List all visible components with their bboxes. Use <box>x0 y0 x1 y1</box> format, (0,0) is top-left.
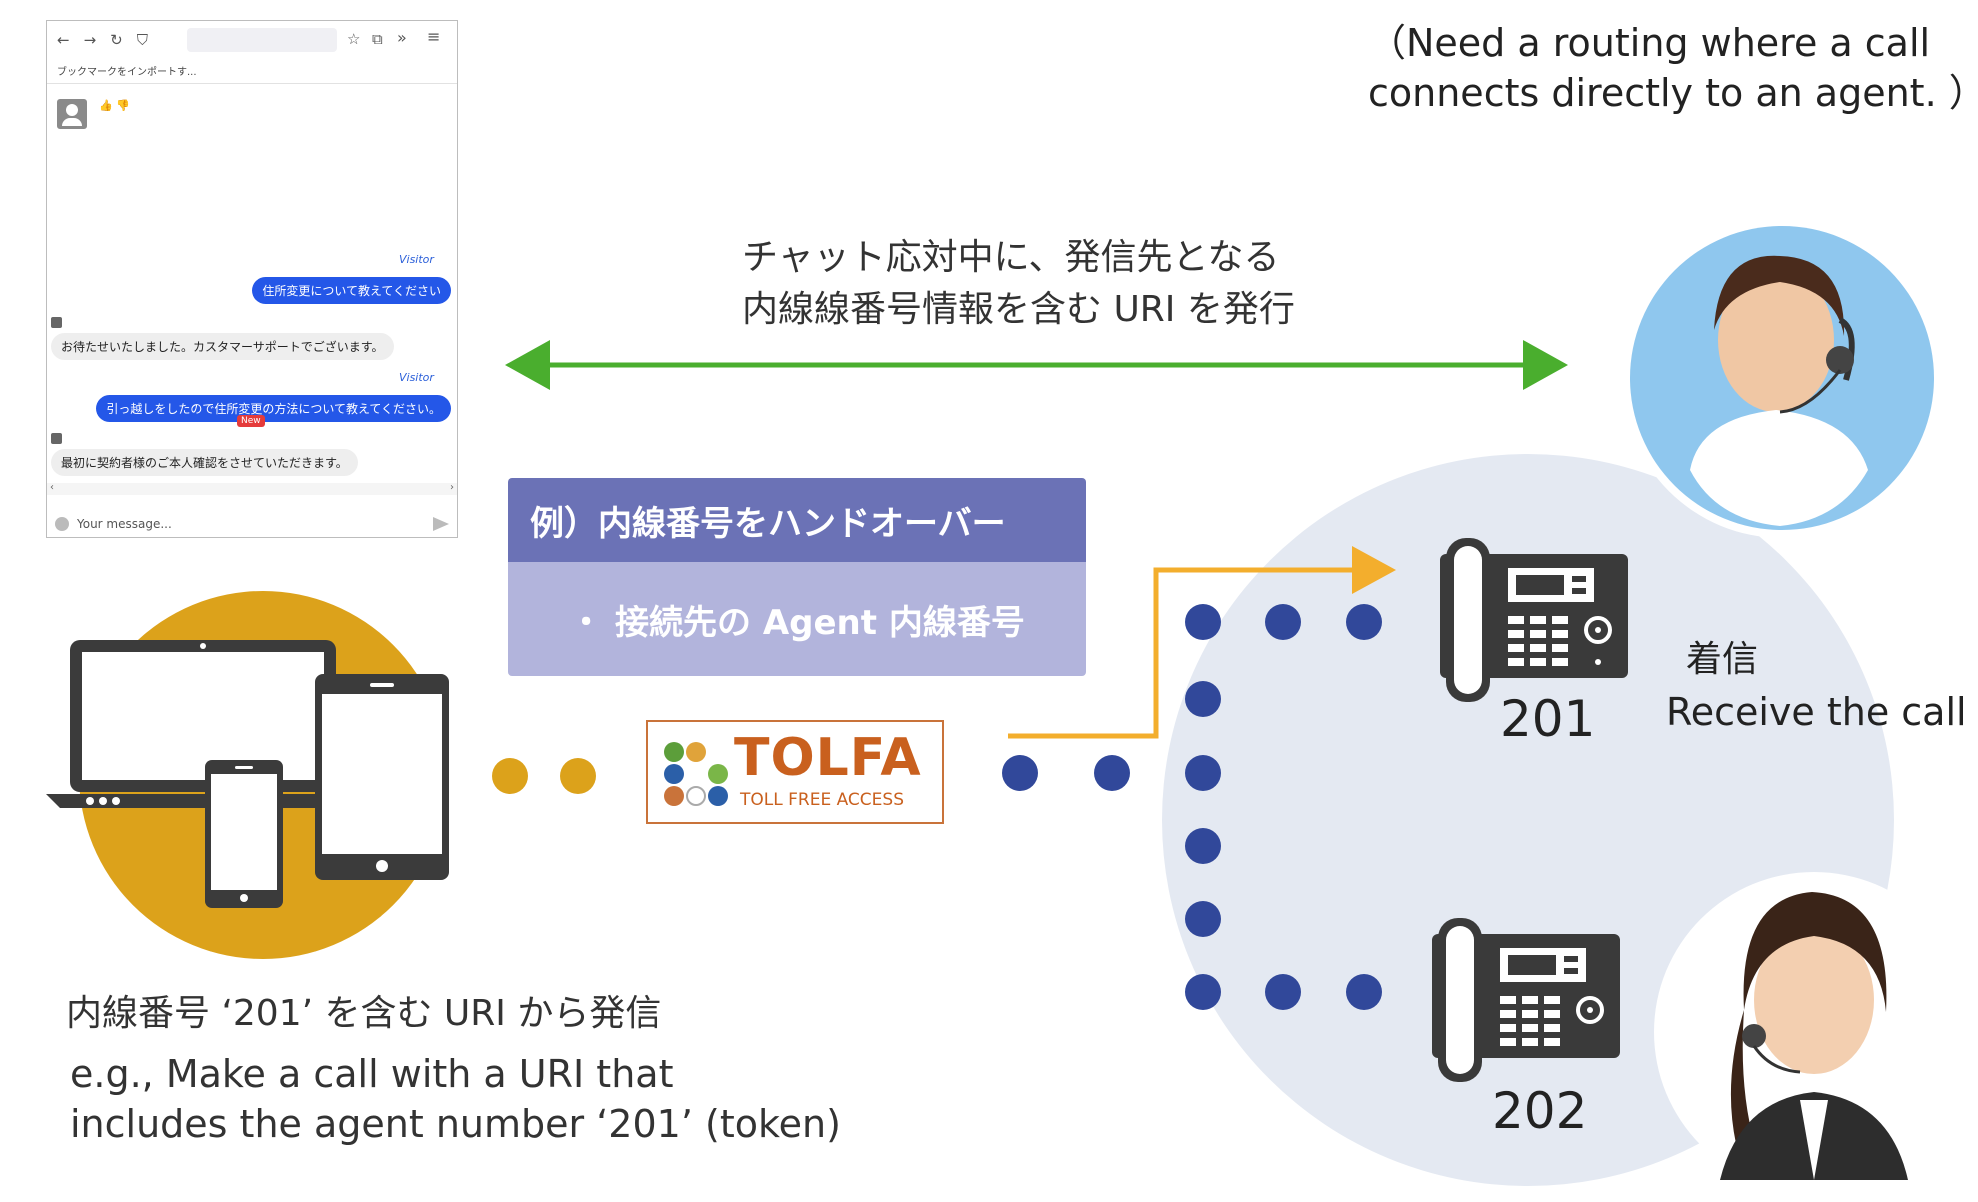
extension-icon[interactable]: ⧉ <box>372 30 383 48</box>
chat-message-visitor: 住所変更について教えてください <box>252 277 451 304</box>
route-dot-navy <box>1185 604 1221 640</box>
logo-dot <box>664 742 684 762</box>
overflow-icon[interactable]: » <box>397 28 407 47</box>
agent-avatar-icon <box>1622 218 1942 538</box>
reload-icon[interactable]: ↻ <box>110 31 123 49</box>
chat-uri-note-line2: 内線線番号情報を含む URI を発行 <box>742 289 1295 330</box>
route-dot-navy <box>1265 974 1301 1010</box>
logo-dot <box>664 786 684 806</box>
tolfa-logo-name: TOLFA <box>734 728 922 788</box>
orange-route-arrow <box>1008 546 1396 739</box>
route-dot-navy <box>1346 974 1382 1010</box>
route-dot-navy <box>1346 604 1382 640</box>
routing-need-note-line2: connects directly to an agent. ） <box>1368 71 1978 115</box>
desk-phone-icon <box>1432 918 1620 1082</box>
route-dot-gold <box>560 758 596 794</box>
tolfa-logo-tagline: TOLL FREE ACCESS <box>740 790 904 810</box>
logo-dot <box>686 786 706 806</box>
star-icon[interactable]: ☆ <box>347 30 361 48</box>
bookmark-import-link[interactable]: ブックマークをインポートす... <box>57 67 197 78</box>
menu-icon[interactable]: ≡ <box>427 27 441 46</box>
handover-box-title: 例）内線番号をハンドオーバー <box>508 478 1086 562</box>
browser-toolbar: ← → ↻ ⛉ <box>47 21 457 59</box>
route-dot-navy <box>1002 755 1038 791</box>
chat-message-agent: 最初に契約者様のご本人確認をさせていただきます。 <box>51 449 358 476</box>
route-dot-navy <box>1265 604 1301 640</box>
receive-call-label-jp: 着信 <box>1686 639 1759 680</box>
route-dot-navy <box>1185 681 1221 717</box>
logo-dot <box>664 764 684 784</box>
send-icon[interactable] <box>433 517 449 531</box>
browser-chat-window: ← → ↻ ⛉ ☆ ⧉ » ≡ ブックマークをインポートす... 👍 👎 Vis… <box>46 20 458 538</box>
logo-dot <box>708 764 728 784</box>
route-dot-gold <box>492 758 528 794</box>
agent-mini-avatar-icon <box>51 317 62 328</box>
message-input[interactable]: Your message... <box>77 517 172 531</box>
receive-call-label-en: Receive the call <box>1666 690 1967 734</box>
chat-message-agent: お待たせいたしました。カスタマーサポートでございます。 <box>51 333 394 360</box>
shield-icon[interactable]: ⛉ <box>136 31 148 49</box>
address-bar[interactable] <box>187 28 337 52</box>
scroll-left-icon[interactable]: ‹ <box>50 482 54 493</box>
desk-phone-icon <box>1440 538 1628 702</box>
back-icon[interactable]: ← <box>57 31 70 49</box>
route-dot-navy <box>1185 901 1221 937</box>
chat-message-visitor: 引っ越しをしたので住所変更の方法について教えてください。 <box>96 395 451 422</box>
green-double-arrow <box>505 340 1568 390</box>
toolbar-divider <box>47 83 457 84</box>
route-dot-navy <box>1185 974 1221 1010</box>
scroll-right-icon[interactable]: › <box>450 482 454 493</box>
extension-number-201: 201 <box>1500 690 1596 748</box>
agent-avatar-icon <box>1654 872 1974 1192</box>
chat-uri-note-line1: チャット応対中に、発信先となる <box>742 237 1280 278</box>
message-input-row: Your message... <box>47 509 457 537</box>
route-dot-navy <box>1094 755 1130 791</box>
route-dot-navy <box>1185 755 1221 791</box>
tablet-icon <box>315 674 449 880</box>
handover-box-item: ・ 接続先の Agent 内線番号 <box>508 562 1086 676</box>
route-dot-navy <box>1185 828 1221 864</box>
route-dots-navy <box>1002 604 1382 1010</box>
agent-avatar-icon <box>57 99 87 129</box>
agent-mini-avatar-icon <box>51 433 62 444</box>
routing-need-note-line1: （Need a routing where a call <box>1368 21 1931 65</box>
visitor-label: Visitor <box>399 371 434 384</box>
horizontal-scrollbar[interactable]: ‹ › <box>47 482 457 495</box>
visitor-label: Visitor <box>399 253 434 266</box>
laptop-icon <box>46 640 360 808</box>
extension-number-202: 202 <box>1492 1082 1588 1140</box>
logo-dot <box>708 786 728 806</box>
new-badge: New <box>237 415 265 427</box>
feedback-thumbs-icon[interactable]: 👍 👎 <box>99 99 130 112</box>
tolfa-logo: TOLFA TOLL FREE ACCESS <box>646 720 944 824</box>
uri-call-note-en-line2: includes the agent number ‘201’ (token) <box>70 1102 841 1146</box>
smartphone-icon <box>205 760 283 908</box>
uri-call-note-en-line1: e.g., Make a call with a URI that <box>70 1052 674 1096</box>
uri-call-note-jp: 内線番号 ‘201’ を含む URI から発信 <box>66 993 662 1034</box>
forward-icon[interactable]: → <box>83 31 97 49</box>
logo-dot <box>686 742 706 762</box>
gear-icon[interactable] <box>55 517 69 531</box>
